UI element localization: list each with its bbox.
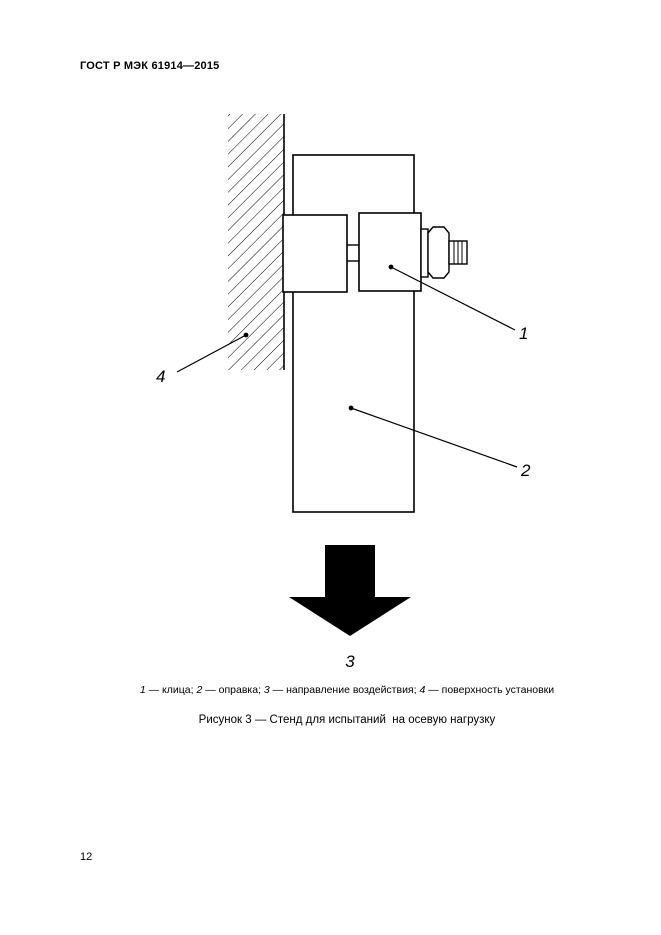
load-direction-arrow [289,545,411,636]
page-number: 12 [80,851,93,863]
legend-num: 2 [196,684,203,696]
legend-semi: ; [258,684,264,696]
legend-semi: ; [413,684,420,696]
installation-surface-hatching [228,114,284,370]
legend-dash: — [145,684,163,696]
figure-diagram: 1 2 4 3 [156,114,531,671]
legend-label: оправка [218,684,259,696]
legend-num: 3 [263,684,270,696]
callout-leader-mandrel [350,407,518,468]
clip-right-block [358,212,422,292]
callout-label-clip: 1 [519,324,528,343]
legend-semi: ; [190,684,197,696]
callout-leader-clip [390,266,516,331]
document-header: ГОСТ Р МЭК 61914—2015 [80,60,220,72]
legend-label: направление воздействия [286,684,414,696]
legend-dash: — [202,684,219,696]
legend-num: 4 [419,684,426,696]
figure-title: Рисунок 3 — Стенд для испытаний на осеву… [198,714,496,726]
clip-left-block [282,214,348,293]
legend-label: клица [162,684,191,696]
callout-leader-surface [176,334,247,373]
washer [420,228,429,278]
nut [427,226,450,279]
legend-dash: — [425,684,442,696]
mandrel-rect [292,154,415,513]
callout-label-mandrel: 2 [520,461,531,480]
callout-label-direction: 3 [345,652,355,671]
callout-label-surface: 4 [156,367,165,386]
figure-legend: 1 — клица; 2 — оправка; 3 — направление … [33,684,661,696]
legend-num: 1 [139,684,146,696]
legend-dash: — [269,684,287,696]
legend-label: поверхность установки [441,684,555,696]
